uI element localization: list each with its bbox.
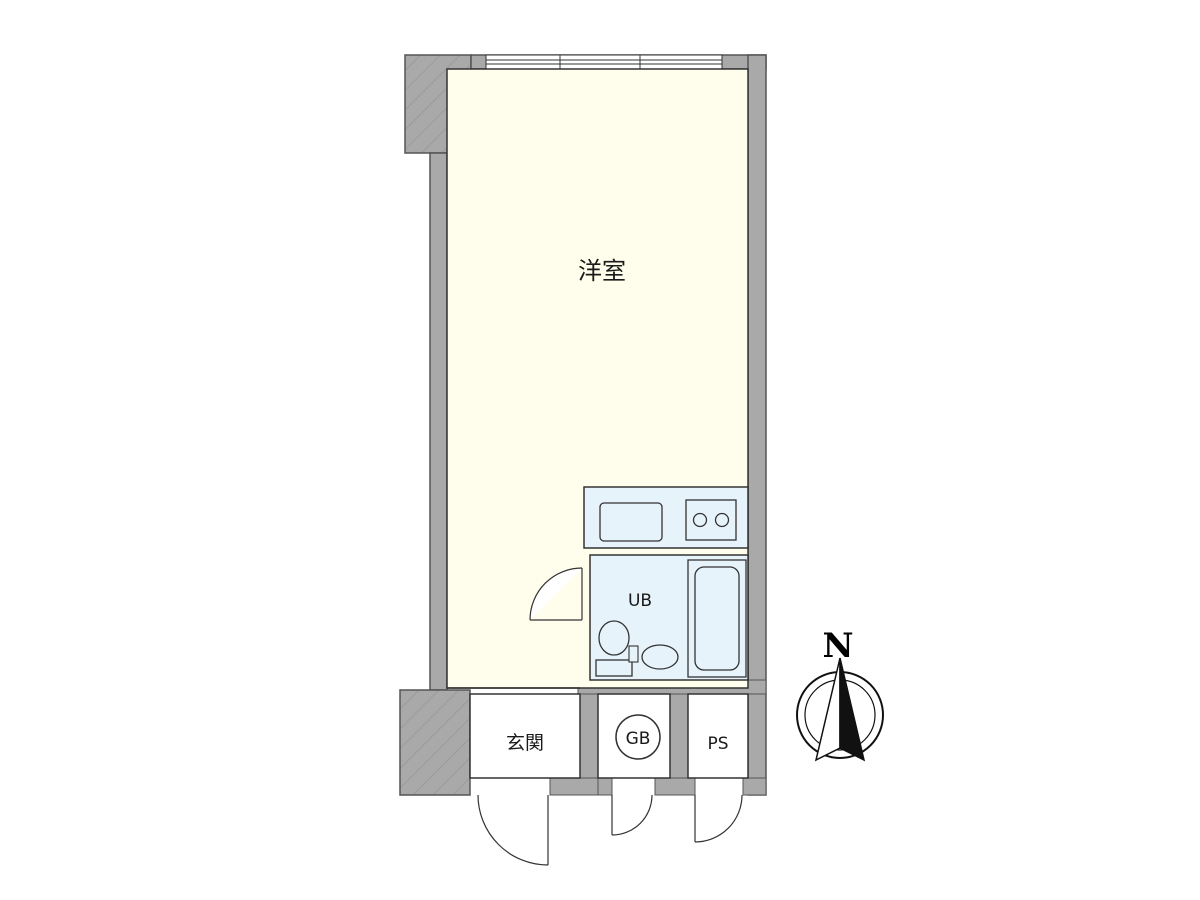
- unit-bath-label: UB: [628, 591, 652, 611]
- pipe-space-floor: [687, 693, 749, 779]
- window-top: [485, 54, 723, 70]
- pipe-space-label: PS: [707, 734, 728, 754]
- walls: [399, 54, 767, 796]
- entrance-floor: [469, 693, 581, 779]
- wall-bottom-2: [654, 777, 696, 796]
- compass-needle-right: [839, 657, 866, 762]
- entrance-label: 玄関: [506, 732, 544, 754]
- burner-left-icon: [692, 512, 708, 528]
- pipe-space-door: [694, 794, 743, 843]
- toilet-icon: [595, 620, 639, 677]
- compass-north-label: N: [822, 626, 853, 666]
- kitchen-sink: [599, 502, 663, 542]
- compass-rose: N: [796, 626, 884, 762]
- wall-left: [429, 152, 448, 691]
- western-room-label: 洋室: [578, 257, 626, 285]
- entrance-door: [477, 794, 549, 866]
- gas-box-door: [611, 794, 653, 836]
- wall-bottom-4: [597, 777, 613, 796]
- burner-right-icon: [714, 512, 730, 528]
- stove: [685, 499, 737, 541]
- wall-bottom-left-pier: [399, 689, 471, 796]
- wall-bottom-3: [742, 777, 767, 796]
- gas-box-label: GB: [626, 729, 651, 749]
- bathtub-inner: [694, 566, 740, 671]
- ub-door: [529, 567, 583, 621]
- wall-bottom-1: [549, 777, 601, 796]
- washbasin-icon: [641, 644, 679, 670]
- gas-box-circle: [615, 714, 661, 760]
